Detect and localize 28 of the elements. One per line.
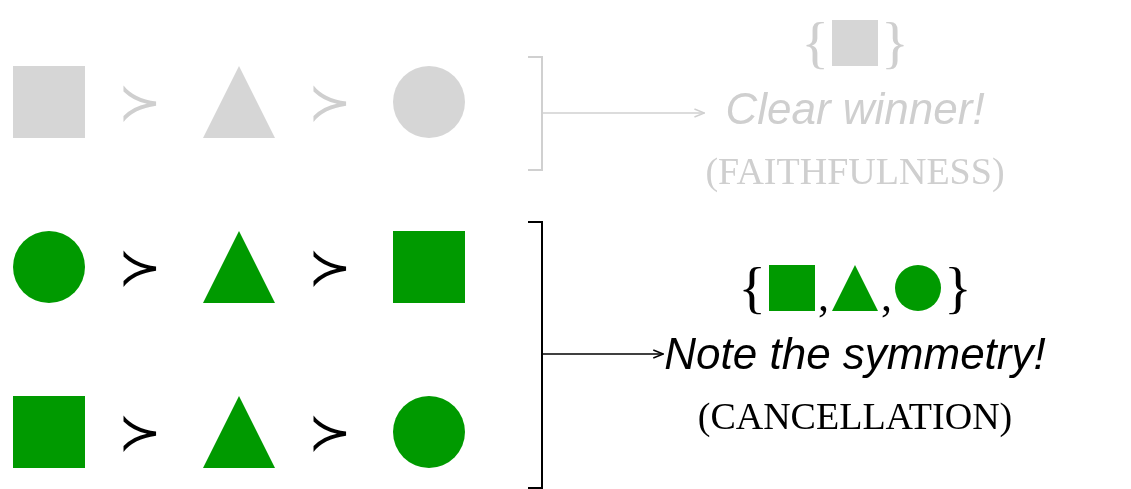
result-note: Note the symmetry! xyxy=(664,328,1046,380)
comma: , xyxy=(818,275,829,319)
curly-brace: } xyxy=(944,254,972,322)
square-shape xyxy=(832,20,878,66)
triangle-shape xyxy=(203,66,275,138)
curly-brace: } xyxy=(881,9,909,77)
arrow xyxy=(541,108,706,118)
succeeds-symbol: ≻ xyxy=(118,402,162,462)
triangle-shape xyxy=(203,396,275,468)
comma: , xyxy=(881,275,892,319)
triangle-shape xyxy=(203,231,275,303)
succeeds-symbol: ≻ xyxy=(118,237,162,297)
succeeds-symbol: ≻ xyxy=(308,237,352,297)
bracket xyxy=(527,221,543,489)
square-shape xyxy=(13,396,85,468)
triangle-shape xyxy=(832,265,878,311)
curly-brace: { xyxy=(738,254,766,322)
circle-shape xyxy=(895,265,941,311)
square-shape xyxy=(13,66,85,138)
curly-brace: { xyxy=(801,9,829,77)
rule-name: (CANCELLATION) xyxy=(697,394,1013,439)
arrow xyxy=(541,349,665,359)
succeeds-symbol: ≻ xyxy=(118,72,162,132)
succeeds-symbol: ≻ xyxy=(308,402,352,462)
square-shape xyxy=(393,231,465,303)
succeeds-symbol: ≻ xyxy=(308,72,352,132)
square-shape xyxy=(769,265,815,311)
bracket xyxy=(527,56,543,171)
